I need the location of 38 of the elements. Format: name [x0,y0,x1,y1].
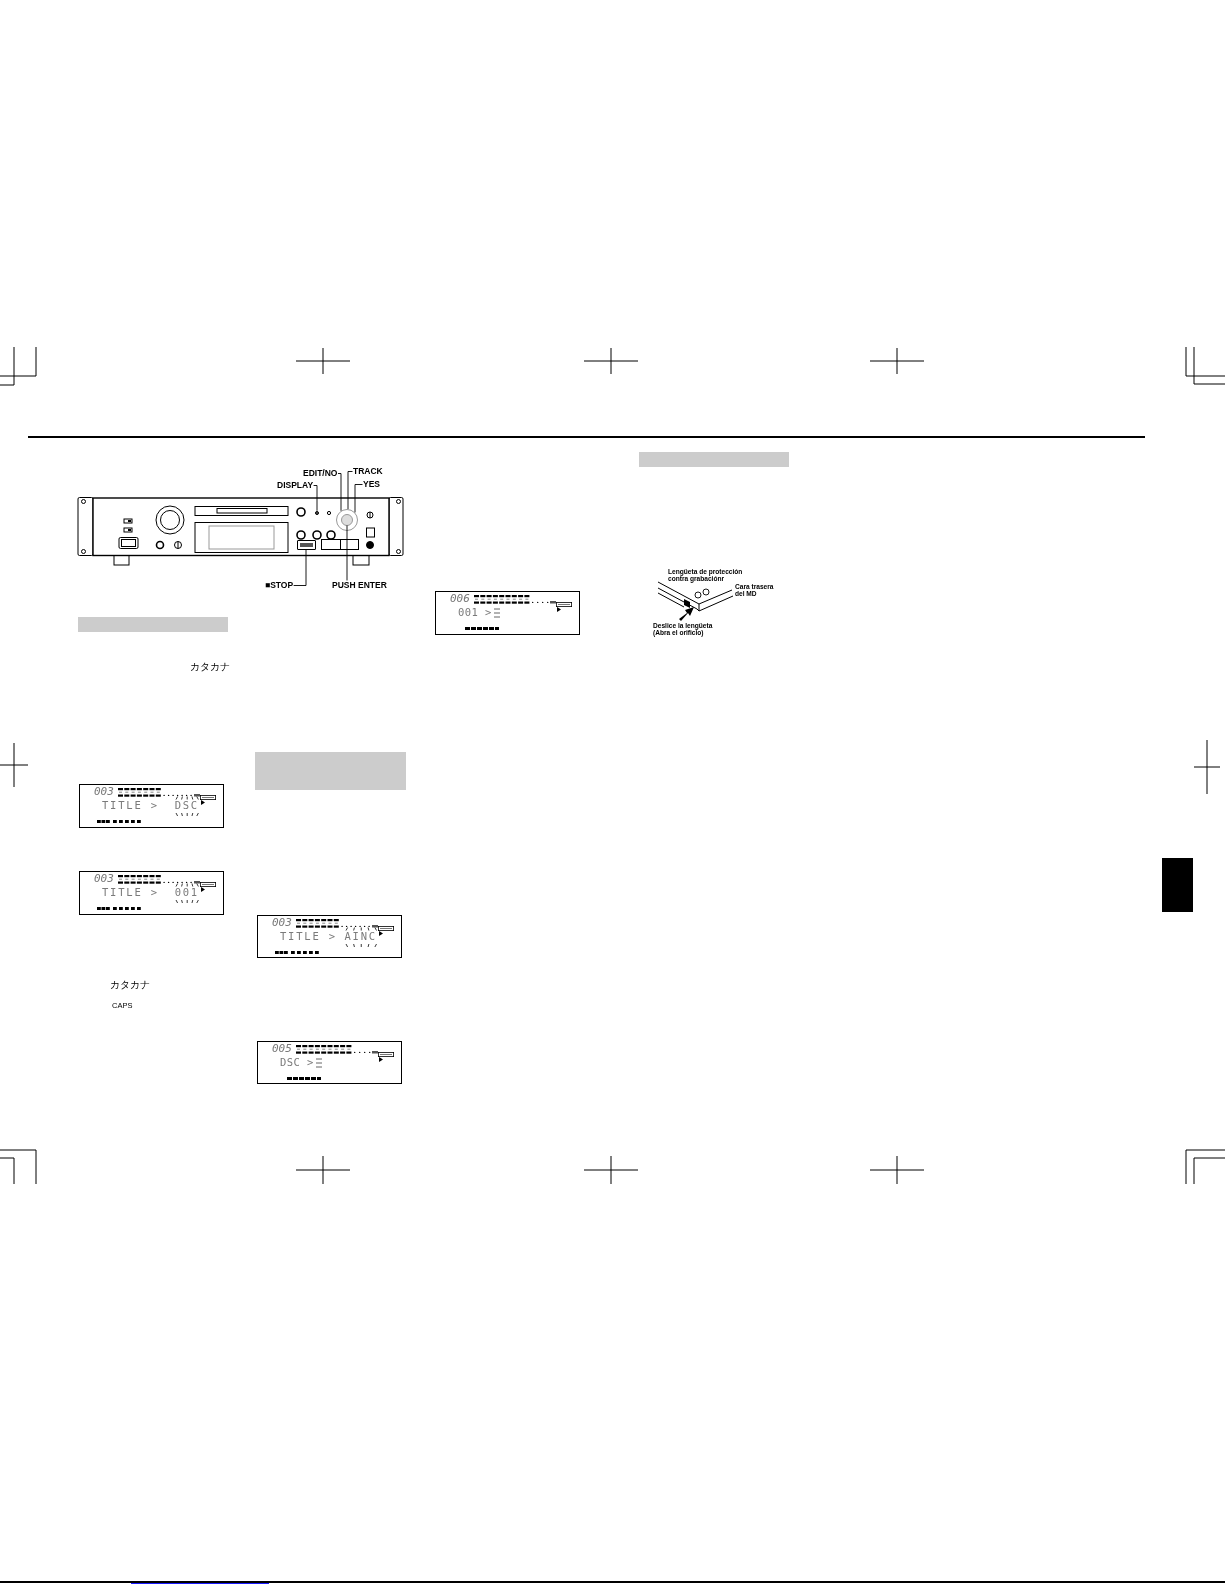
part-label: PUSH ENTER [332,581,387,590]
leader-line [346,525,348,581]
lcd-display [257,915,402,958]
display-text: 001 > [458,607,492,618]
lcd-display [79,871,224,915]
part-label: TRACK [353,467,383,476]
lcd-display [79,784,224,828]
blinking-text: 001 [174,887,199,898]
display-text: TITLE > [102,800,159,811]
display-text: TITLE > [280,931,337,942]
mode-label: カタカナ [190,661,230,672]
mode-label: カタカナ [110,979,150,990]
part-label: ■STOP [265,581,294,590]
track-number: 003 [272,917,292,928]
blinking-text: AINC [344,931,377,942]
display-text: DSC > [280,1057,314,1068]
track-number: 003 [94,786,114,797]
leader-line [347,471,353,510]
leader-line [293,549,307,586]
part-label: DISPLAY [277,481,314,490]
display-button [314,510,320,516]
heading-bar [78,617,228,632]
leader-line [313,485,318,512]
lcd-display [435,591,580,635]
heading-bar [639,452,789,467]
leader-line [354,484,363,513]
display-text: TITLE > [102,887,159,898]
enter-knob [340,513,353,526]
part-label: EDIT/NO [303,469,338,478]
track-number: 005 [272,1043,292,1054]
part-label: YES [363,480,380,489]
track-number: 006 [450,593,470,604]
lcd-display [257,1041,402,1084]
blinking-text: DSC [174,800,199,811]
stop-button [296,539,316,550]
heading-bar [255,752,406,790]
leader-line [337,473,342,512]
track-number: 003 [94,873,114,884]
